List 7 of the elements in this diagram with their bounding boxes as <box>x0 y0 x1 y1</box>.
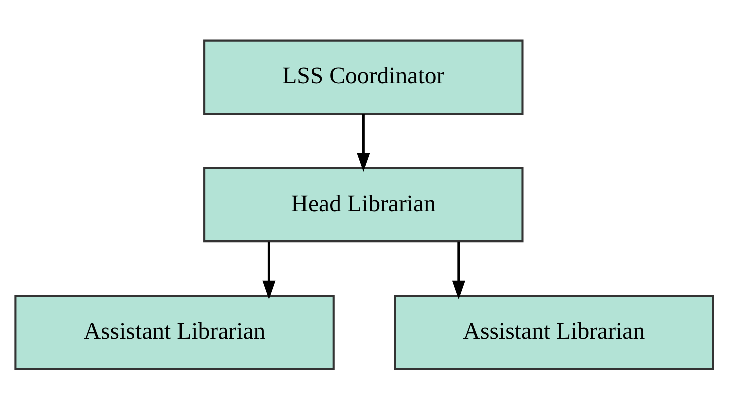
node-box: Head Librarian <box>204 166 524 242</box>
node-box: LSS Coordinator <box>204 39 524 114</box>
arrow <box>357 114 370 172</box>
arrow <box>262 241 276 300</box>
node-box: Assistant Librarian <box>14 294 335 370</box>
node-box: Assistant Librarian <box>394 294 714 370</box>
arrow <box>452 241 466 300</box>
